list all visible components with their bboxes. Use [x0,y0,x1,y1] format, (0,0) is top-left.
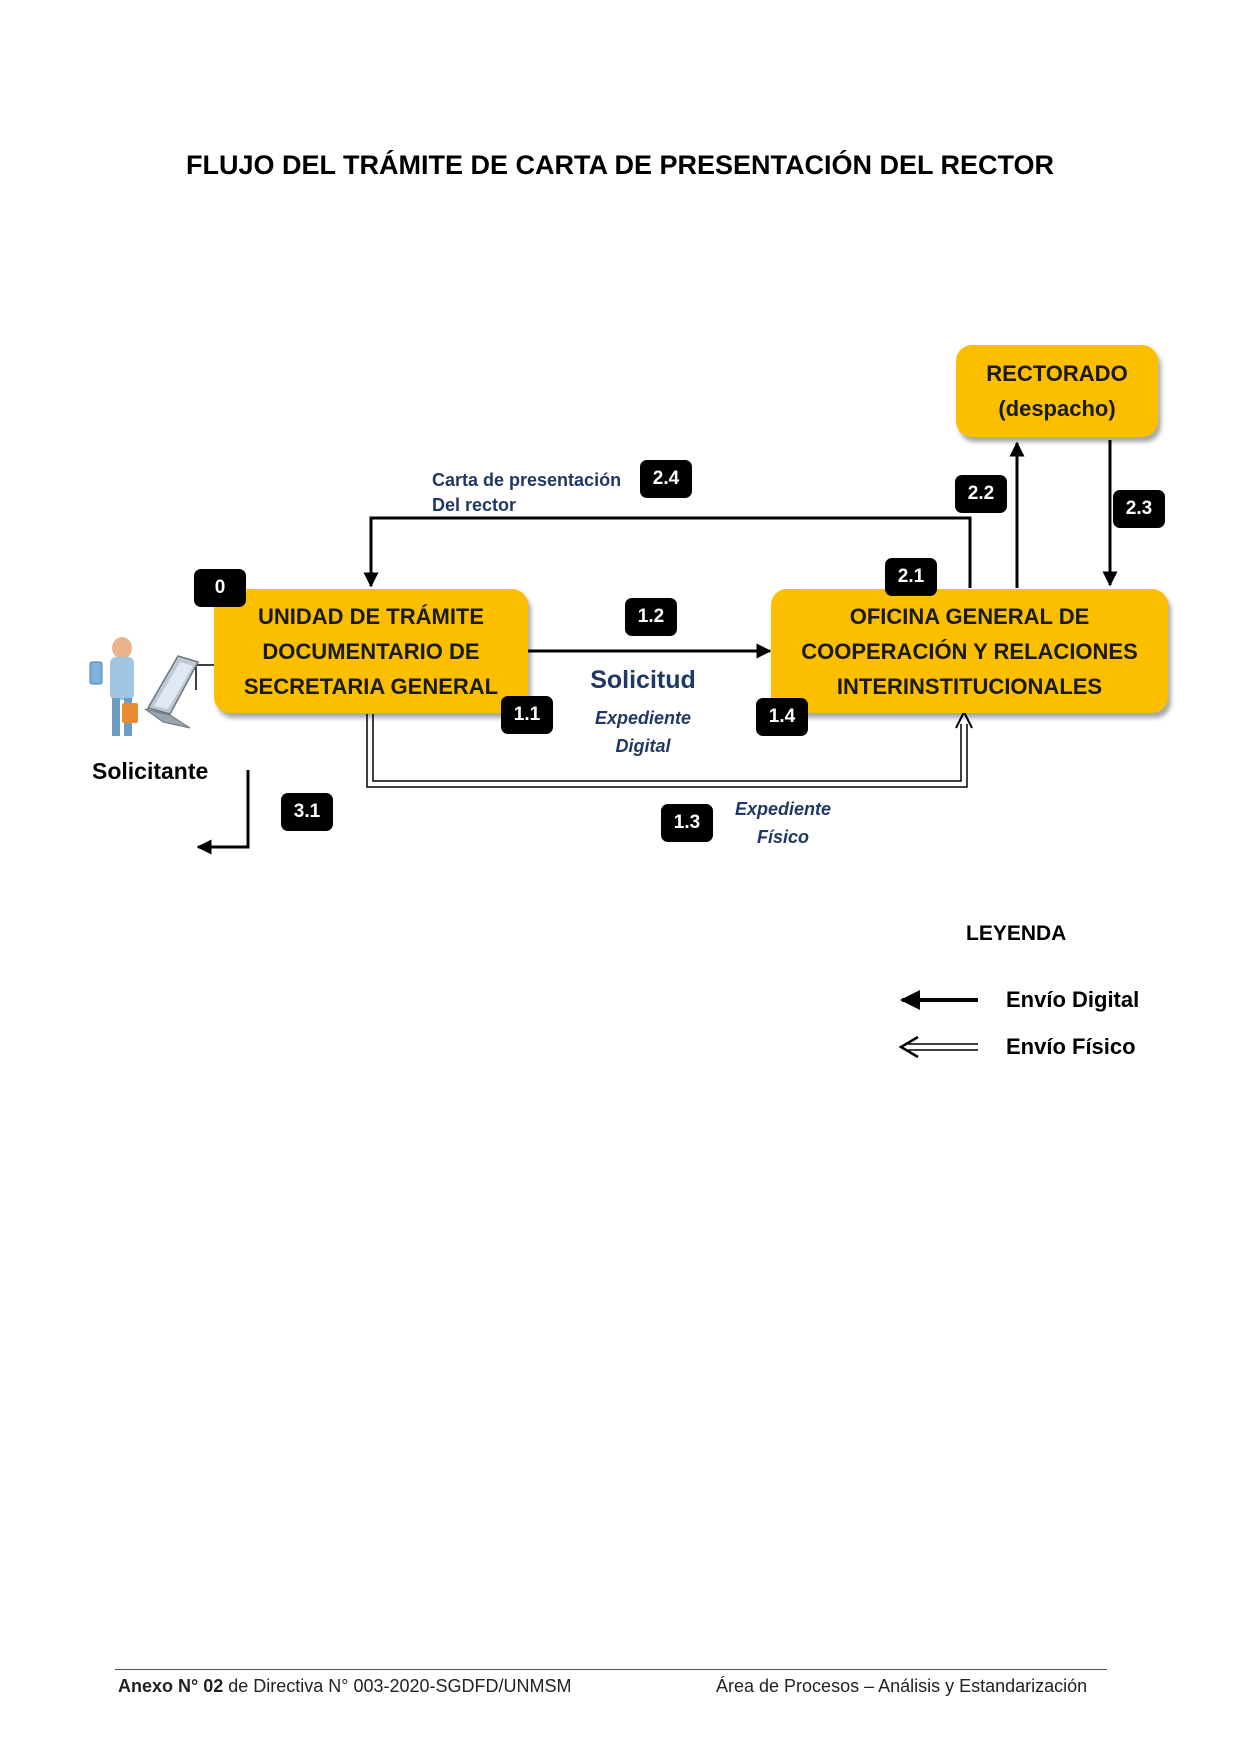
label-expediente-fisico-line-2: Físico [756,827,809,847]
label-expediente-digital-line-1: Expediente [594,708,692,728]
node-unidad-tramite-line-3: SECRETARIA GENERAL [243,673,499,699]
node-oficina-general-line-1: OFICINA GENERAL DE [849,603,1090,629]
step-badge-2-2: 2.2 [955,475,1007,513]
arrow-2-4 [363,516,972,588]
label-expediente-fisico: Expediente Físico [708,795,858,851]
label-expediente-digital-line-2: Digital [615,736,671,756]
legend-title: LEYENDA [966,922,1067,945]
node-rectorado: RECTORADO (despacho) [956,345,1158,437]
legend-fisico-arrow [898,1035,978,1059]
node-unidad-tramite-line-1: UNIDAD DE TRÁMITE [257,603,485,629]
label-expediente-fisico-line-1: Expediente [734,799,832,819]
footer-divider [115,1669,1107,1670]
node-unidad-tramite-line-2: DOCUMENTARIO DE [262,638,480,664]
step-badge-1-2: 1.2 [625,598,677,636]
node-oficina-general-line-3: INTERINSTITUCIONALES [836,673,1103,699]
solicitante-icon [89,637,200,736]
footer-right: Área de Procesos – Análisis y Estandariz… [716,1676,1088,1696]
node-oficina-general-line-2: COOPERACIÓN Y RELACIONES [801,638,1138,664]
step-badge-1-4: 1.4 [756,698,808,736]
footer-left: Anexo N° 02 de Directiva N° 003-2020-SGD… [118,1676,572,1697]
solicitante-label: Solicitante [92,758,209,784]
footer-annex: Anexo N° 02 [118,1676,224,1696]
label-carta-line-2: Del rector [432,495,517,515]
arrow-3-1 [196,770,250,855]
legend-digital-label: Envío Digital [1006,987,1140,1012]
label-carta-line-1: Carta de presentación [432,470,622,490]
label-expediente-digital: Expediente Digital [540,704,746,760]
step-badge-0: 0 [194,569,246,607]
node-rectorado-line-1: RECTORADO [986,361,1128,386]
step-badge-1-1: 1.1 [501,696,553,734]
step-badge-2-4: 2.4 [640,460,692,498]
step-badge-2-1: 2.1 [885,558,937,596]
step-badge-1-3: 1.3 [661,804,713,842]
node-unidad-tramite: UNIDAD DE TRÁMITE DOCUMENTARIO DE SECRET… [214,589,528,713]
label-solicitud: Solicitud [590,666,696,694]
legend-fisico-label: Envío Físico [1006,1034,1136,1059]
step-badge-2-3: 2.3 [1113,490,1165,528]
page-title: FLUJO DEL TRÁMITE DE CARTA DE PRESENTACI… [185,150,1055,180]
step-badge-3-1: 3.1 [281,793,333,831]
label-carta-presentacion: Carta de presentación Del rector [432,468,621,518]
node-oficina-general: OFICINA GENERAL DE COOPERACIÓN Y RELACIO… [771,589,1168,713]
footer-directive: de Directiva N° 003-2020-SGDFD/UNMSM [223,1676,572,1696]
solicitante-connector [195,664,214,690]
node-rectorado-line-2: (despacho) [998,396,1116,421]
